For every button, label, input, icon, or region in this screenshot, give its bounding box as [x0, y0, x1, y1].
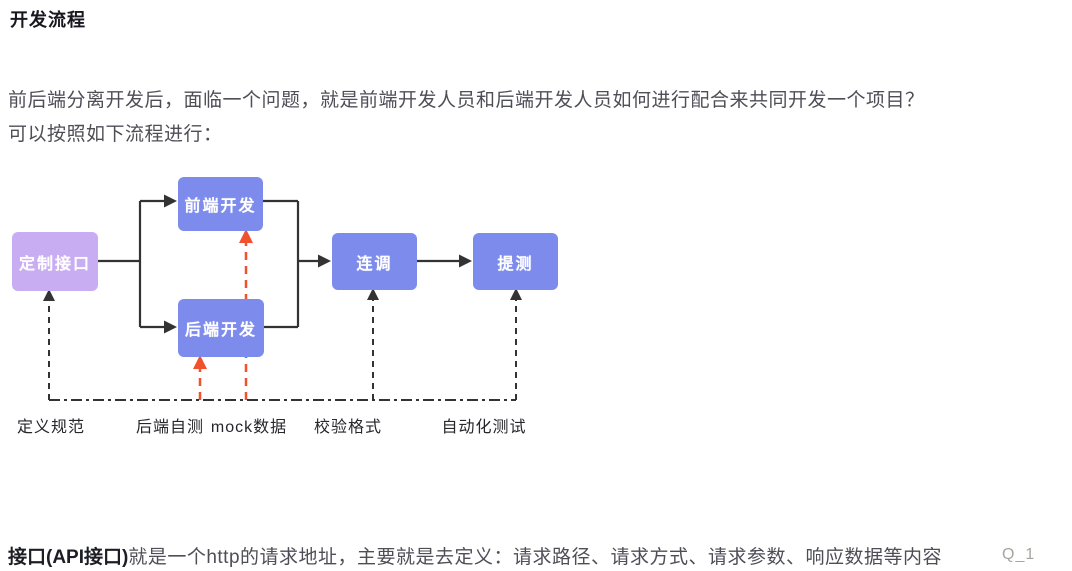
dashed-arrowheads: [43, 288, 522, 301]
annotation-backend-selftest: 后端自测: [135, 419, 205, 436]
annotation-automated-test: 自动化测试: [441, 419, 527, 436]
intro-paragraph-line-1: 前后端分离开发后，面临一个问题，就是前端开发人员和后端开发人员如何进行配合来共同…: [8, 90, 925, 111]
watermark-text: Q_1: [1002, 546, 1036, 563]
node-submit-test: 提测: [473, 233, 558, 290]
annotation-mock-data: mock数据: [210, 419, 288, 436]
red-arrowheads: [193, 229, 253, 369]
footer-paragraph: 接口(API接口)就是一个http的请求地址，主要就是去定义：请求路径、请求方式…: [8, 542, 942, 569]
diagram-connectors: [43, 194, 522, 401]
node-joint-debug: 连调: [332, 233, 417, 290]
node-backend-dev: 后端开发: [178, 299, 264, 357]
node-joint-debug-label: 连调: [356, 255, 393, 273]
node-submit-test-label: 提测: [497, 255, 534, 273]
node-frontend-dev-label: 前端开发: [184, 198, 257, 215]
annotation-define-spec: 定义规范: [16, 419, 86, 436]
page-title: 开发流程: [10, 10, 86, 30]
workflow-diagram: 定制接口 前端开发 后端开发 连调 提测 定义规范 后端自测 mock数据 校验…: [0, 160, 620, 460]
node-backend-dev-label: 后端开发: [184, 322, 257, 339]
footer-paragraph-bold: 接口(API接口): [8, 547, 129, 568]
node-define-interface: 定制接口: [12, 232, 98, 291]
node-define-interface-label: 定制接口: [18, 255, 91, 273]
annotation-validate-format: 校验格式: [313, 419, 383, 436]
intro-paragraph-line-2: 可以按照如下流程进行：: [8, 124, 223, 145]
solid-arrowheads: [164, 194, 472, 334]
node-frontend-dev: 前端开发: [178, 177, 263, 231]
footer-paragraph-rest: 就是一个http的请求地址，主要就是去定义：请求路径、请求方式、请求参数、响应数…: [128, 547, 943, 568]
